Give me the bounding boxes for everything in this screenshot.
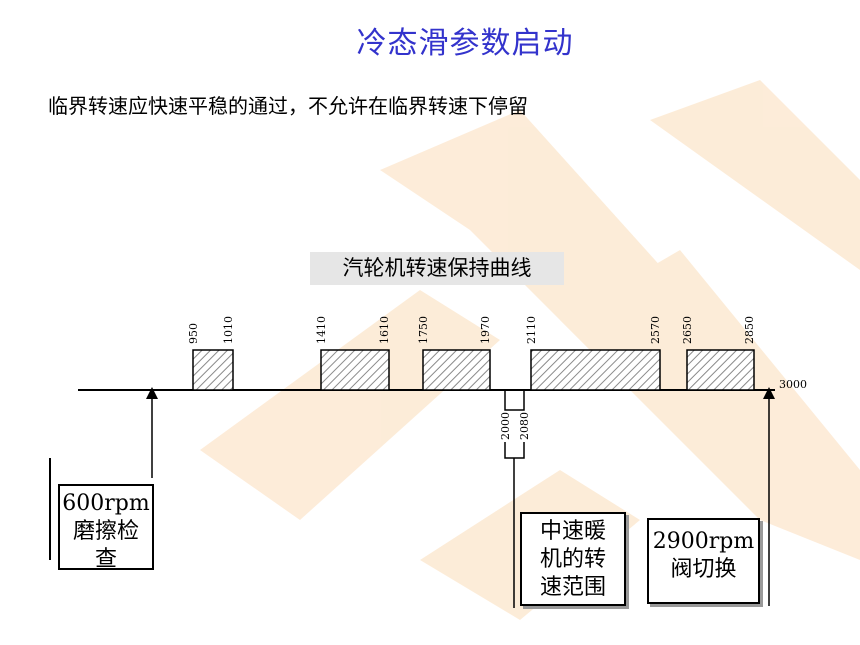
warmup-start-label: 2000 (499, 412, 512, 440)
callout-line: 2900rpm (652, 529, 755, 554)
callout-line: 查 (94, 547, 117, 572)
callout-line: 速范围 (539, 575, 606, 600)
band-end-label: 1970 (479, 316, 492, 344)
band-end-label: 2850 (743, 316, 756, 344)
page-subtitle: 临界转速应快速平稳的通过，不允许在临界转速下停留 (48, 94, 528, 118)
warmup-range-bracket (504, 390, 525, 411)
callout-line: 阀切换 (670, 557, 737, 582)
critical-speed-band (192, 349, 234, 391)
warmup-range-lower-bracket (504, 442, 525, 459)
valve-switch-callout: 2900rpm 阀切换 (647, 518, 760, 604)
critical-speed-band (686, 349, 755, 391)
band-end-label: 2570 (649, 316, 662, 344)
band-start-label: 1750 (417, 316, 430, 344)
callout-line: 中速暖 (539, 519, 606, 544)
band-end-label: 1610 (378, 316, 391, 344)
callout-line: 磨擦检 (72, 519, 139, 544)
band-end-label: 1010 (222, 316, 235, 344)
chart-title: 汽轮机转速保持曲线 (310, 252, 564, 285)
callout-line: 600rpm (62, 491, 150, 516)
warmup-end-label: 2080 (518, 412, 531, 440)
band-start-label: 2650 (681, 316, 694, 344)
warmup-range-callout: 中速暖 机的转 速范围 (520, 512, 626, 606)
callout-line: 机的转 (539, 547, 606, 572)
axis-end-label: 3000 (779, 378, 807, 391)
band-start-label: 2110 (525, 316, 538, 344)
friction-check-callout: 600rpm 磨擦检 查 (58, 484, 154, 572)
critical-speed-band (320, 349, 390, 391)
page-title: 冷态滑参数启动 (356, 26, 574, 61)
band-start-label: 1410 (315, 316, 328, 344)
critical-speed-band (422, 349, 491, 391)
band-start-label: 950 (187, 323, 200, 344)
critical-speed-band (530, 349, 661, 391)
